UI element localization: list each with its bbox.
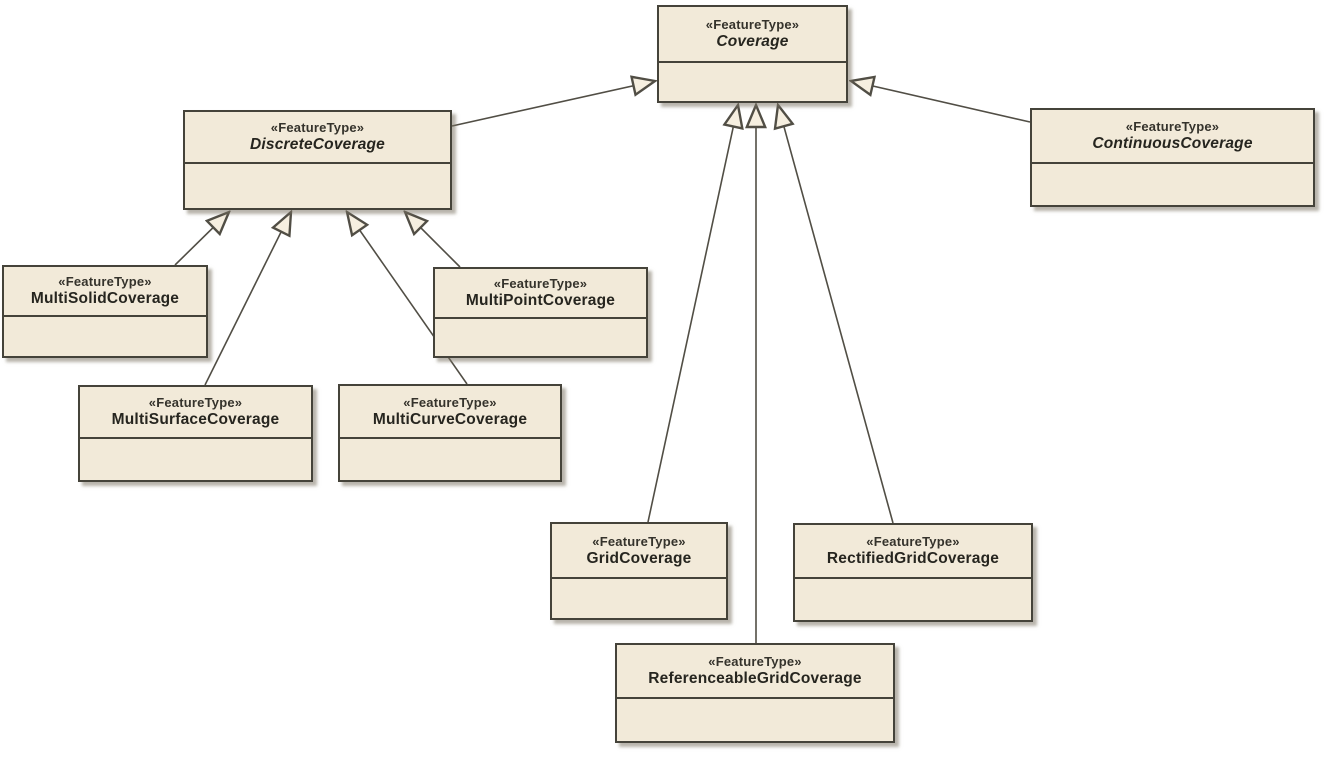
class-multi-point-coverage[interactable]: «FeatureType» MultiPointCoverage bbox=[433, 267, 648, 358]
class-rectified-grid-coverage[interactable]: «FeatureType» RectifiedGridCoverage bbox=[793, 523, 1033, 622]
stereotype-label: «FeatureType» bbox=[148, 395, 243, 410]
attributes-compartment bbox=[185, 164, 450, 208]
stereotype-label: «FeatureType» bbox=[708, 654, 802, 669]
stereotype-label: «FeatureType» bbox=[493, 276, 588, 291]
stereotype-label: «FeatureType» bbox=[592, 533, 686, 549]
name-compartment: «FeatureType» GridCoverage bbox=[552, 524, 726, 579]
class-multi-curve-coverage[interactable]: «FeatureType» MultiCurveCoverage bbox=[338, 384, 562, 482]
class-continuous-coverage[interactable]: «FeatureType» ContinuousCoverage bbox=[1030, 108, 1315, 207]
stereotype-label: «FeatureType» bbox=[403, 394, 497, 410]
generalization-edge-continuouscoverage-coverage[interactable] bbox=[851, 81, 1031, 123]
attributes-compartment bbox=[435, 319, 646, 356]
class-name: MultiCurveCoverage bbox=[372, 410, 528, 428]
class-name: MultiSurfaceCoverage bbox=[111, 411, 280, 428]
class-name: GridCoverage bbox=[586, 549, 692, 567]
attributes-compartment bbox=[340, 439, 560, 480]
generalization-edge-discretecoverage-coverage[interactable] bbox=[451, 81, 655, 127]
attributes-compartment bbox=[1032, 164, 1313, 205]
class-name: DiscreteCoverage bbox=[249, 136, 386, 153]
class-discrete-coverage[interactable]: «FeatureType» DiscreteCoverage bbox=[183, 110, 452, 210]
attributes-compartment bbox=[795, 579, 1031, 620]
stereotype-label: «FeatureType» bbox=[270, 120, 365, 135]
class-name: ReferenceableGridCoverage bbox=[648, 670, 862, 687]
name-compartment: «FeatureType» MultiSurfaceCoverage bbox=[80, 387, 311, 439]
name-compartment: «FeatureType» Coverage bbox=[659, 7, 846, 63]
class-grid-coverage[interactable]: «FeatureType» GridCoverage bbox=[550, 522, 728, 620]
class-multi-solid-coverage[interactable]: «FeatureType» MultiSolidCoverage bbox=[2, 265, 208, 358]
stereotype-label: «FeatureType» bbox=[1125, 119, 1220, 134]
name-compartment: «FeatureType» ContinuousCoverage bbox=[1032, 110, 1313, 164]
attributes-compartment bbox=[617, 699, 893, 741]
name-compartment: «FeatureType» ReferenceableGridCoverage bbox=[617, 645, 893, 699]
class-name: MultiPointCoverage bbox=[465, 292, 616, 309]
attributes-compartment bbox=[80, 439, 311, 480]
class-referenceable-grid-coverage[interactable]: «FeatureType» ReferenceableGridCoverage bbox=[615, 643, 895, 743]
stereotype-label: «FeatureType» bbox=[58, 274, 152, 289]
class-name: Coverage bbox=[716, 33, 789, 50]
attributes-compartment bbox=[552, 579, 726, 618]
generalization-edge-multisolidcoverage-discretecoverage[interactable] bbox=[174, 212, 229, 266]
class-name: RectifiedGridCoverage bbox=[826, 550, 1000, 567]
name-compartment: «FeatureType» MultiPointCoverage bbox=[435, 269, 646, 319]
attributes-compartment bbox=[4, 317, 206, 356]
name-compartment: «FeatureType» DiscreteCoverage bbox=[185, 112, 450, 164]
stereotype-label: «FeatureType» bbox=[705, 17, 800, 32]
class-coverage[interactable]: «FeatureType» Coverage bbox=[657, 5, 848, 103]
class-name: ContinuousCoverage bbox=[1092, 135, 1253, 152]
attributes-compartment bbox=[659, 63, 846, 101]
generalization-edge-rectifiedgridcoverage-coverage[interactable] bbox=[778, 105, 894, 524]
generalization-edge-multisurfacecoverage-discretecoverage[interactable] bbox=[204, 212, 291, 386]
generalization-edge-multipointcoverage-discretecoverage[interactable] bbox=[405, 212, 461, 268]
name-compartment: «FeatureType» RectifiedGridCoverage bbox=[795, 525, 1031, 579]
stereotype-label: «FeatureType» bbox=[866, 534, 960, 549]
name-compartment: «FeatureType» MultiCurveCoverage bbox=[340, 386, 560, 439]
class-multi-surface-coverage[interactable]: «FeatureType» MultiSurfaceCoverage bbox=[78, 385, 313, 482]
name-compartment: «FeatureType» MultiSolidCoverage bbox=[4, 267, 206, 317]
generalization-edge-gridcoverage-coverage[interactable] bbox=[647, 105, 738, 523]
class-name: MultiSolidCoverage bbox=[30, 290, 180, 307]
